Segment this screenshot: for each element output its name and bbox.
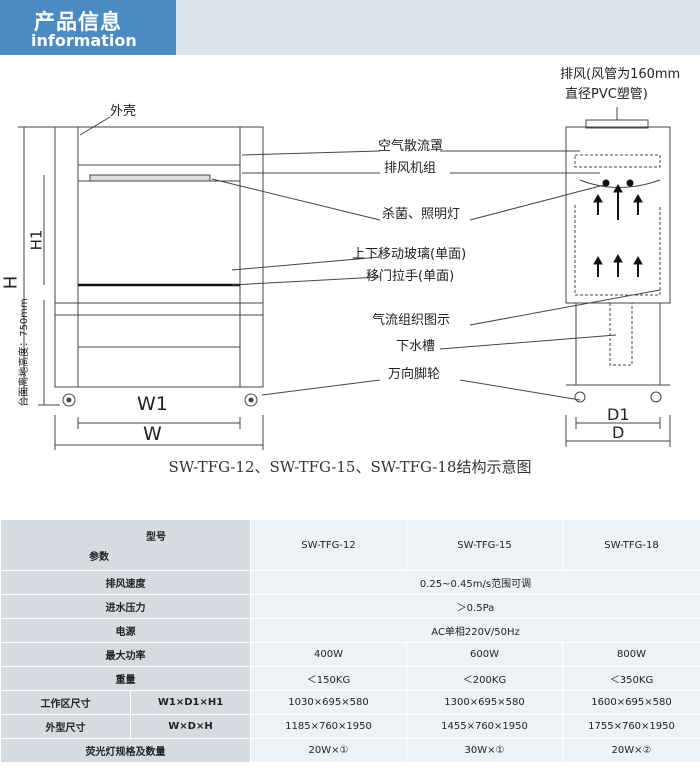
row-value: 1755×760×1950 xyxy=(562,714,700,739)
row-label: 电源 xyxy=(0,618,251,643)
label-h1: H1 xyxy=(27,229,46,251)
row-label: 进水压力 xyxy=(0,594,251,619)
row-value: 400W xyxy=(250,642,407,667)
sink-tank xyxy=(609,302,633,366)
model-header: SW-TFG-12 xyxy=(250,519,407,571)
label-w1: W1 xyxy=(137,393,168,415)
model-header: SW-TFG-15 xyxy=(406,519,563,571)
row-value: ＜350KG xyxy=(562,666,700,691)
label-w: W xyxy=(143,423,162,445)
corner-model-label: 型号 xyxy=(146,532,166,543)
label-shell: 外壳 xyxy=(110,104,137,119)
row-value: AC单相220V/50Hz xyxy=(250,618,700,643)
label-sink: 下水槽 xyxy=(396,339,436,354)
row-value: 0.25~0.45m/s范围可调 xyxy=(250,570,700,595)
row-value: 800W xyxy=(562,642,700,667)
row-sublabel: W1×D1×H1 xyxy=(130,690,251,715)
row-label: 外型尺寸 xyxy=(0,714,131,739)
row-value: 1185×760×1950 xyxy=(250,714,407,739)
label-exhaust-2: 直径PVC塑管) xyxy=(565,87,648,102)
table-row: 电源 AC单相220V/50Hz xyxy=(0,618,700,643)
caster-left xyxy=(62,393,76,407)
diagram-caption: SW-TFG-12、SW-TFG-15、SW-TFG-18结构示意图 xyxy=(168,458,532,476)
model-header: SW-TFG-18 xyxy=(562,519,700,571)
side-caster-left xyxy=(574,391,586,403)
row-label: 最大功率 xyxy=(0,642,251,667)
label-airflow: 气流组织图示 xyxy=(372,313,451,328)
label-d: D xyxy=(612,423,625,442)
row-value: ＜150KG xyxy=(250,666,407,691)
label-h: H xyxy=(0,275,22,290)
table-row: 进水压力 ＞0.5Pa xyxy=(0,594,700,619)
table-row: 最大功率 400W 600W 800W xyxy=(0,642,700,667)
row-value: 1600×695×580 xyxy=(562,690,700,715)
structure-drawing xyxy=(18,107,671,450)
table-row: 重量 ＜150KG ＜200KG ＜350KG xyxy=(0,666,700,691)
label-handle: 移门拉手(单面) xyxy=(366,269,455,284)
label-table-height: 台面离地高度：750mm xyxy=(18,298,30,407)
row-label: 荧光灯规格及数量 xyxy=(0,738,251,763)
row-value: 30W×① xyxy=(406,738,563,763)
row-label: 排风速度 xyxy=(0,570,251,595)
row-value: ＜200KG xyxy=(406,666,563,691)
row-label: 工作区尺寸 xyxy=(0,690,131,715)
row-value: ＞0.5Pa xyxy=(250,594,700,619)
corner-param-label: 参数 xyxy=(89,552,109,563)
table-corner-cell: 型号 参数 xyxy=(0,519,251,571)
row-sublabel: W×D×H xyxy=(130,714,251,739)
caster-right xyxy=(244,393,258,407)
front-cabinet-outline xyxy=(54,126,264,388)
lamp-tube xyxy=(89,174,211,182)
row-value: 20W×① xyxy=(250,738,407,763)
structure-diagram: 外壳 H1 H 台面离地高度：750mm W1 W 排风(风管为160mm 直径… xyxy=(0,55,700,515)
table-header-row: 型号 参数 SW-TFG-12 SW-TFG-15 SW-TFG-18 xyxy=(0,519,700,571)
label-exhaust-1: 排风(风管为160mm xyxy=(560,67,681,82)
label-caster: 万向脚轮 xyxy=(388,367,441,382)
table-row: 排风速度 0.25~0.45m/s范围可调 xyxy=(0,570,700,595)
row-value: 1030×695×580 xyxy=(250,690,407,715)
label-glass: 上下移动玻璃(单面) xyxy=(352,247,467,262)
row-value: 1300×695×580 xyxy=(406,690,563,715)
label-diffuser: 空气散流罩 xyxy=(378,139,444,154)
header-title-cn: 产品信息 xyxy=(34,10,122,34)
row-value: 1455×760×1950 xyxy=(406,714,563,739)
row-label: 重量 xyxy=(0,666,251,691)
header-title-block: 产品信息 information xyxy=(0,0,176,55)
row-value: 600W xyxy=(406,642,563,667)
header-banner: 产品信息 information xyxy=(0,0,700,55)
label-fan: 排风机组 xyxy=(384,161,437,176)
spec-table: 型号 参数 SW-TFG-12 SW-TFG-15 SW-TFG-18 排风速度… xyxy=(0,519,700,763)
table-row: 外型尺寸 W×D×H 1185×760×1950 1455×760×1950 1… xyxy=(0,714,700,739)
table-row: 荧光灯规格及数量 20W×① 30W×① 20W×② xyxy=(0,738,700,763)
label-lamp: 杀菌、照明灯 xyxy=(382,207,461,222)
row-value: 20W×② xyxy=(562,738,700,763)
side-caster-right xyxy=(650,391,662,403)
table-row: 工作区尺寸 W1×D1×H1 1030×695×580 1300×695×580… xyxy=(0,690,700,715)
label-d1: D1 xyxy=(607,405,630,424)
header-title-en: information xyxy=(31,31,137,50)
